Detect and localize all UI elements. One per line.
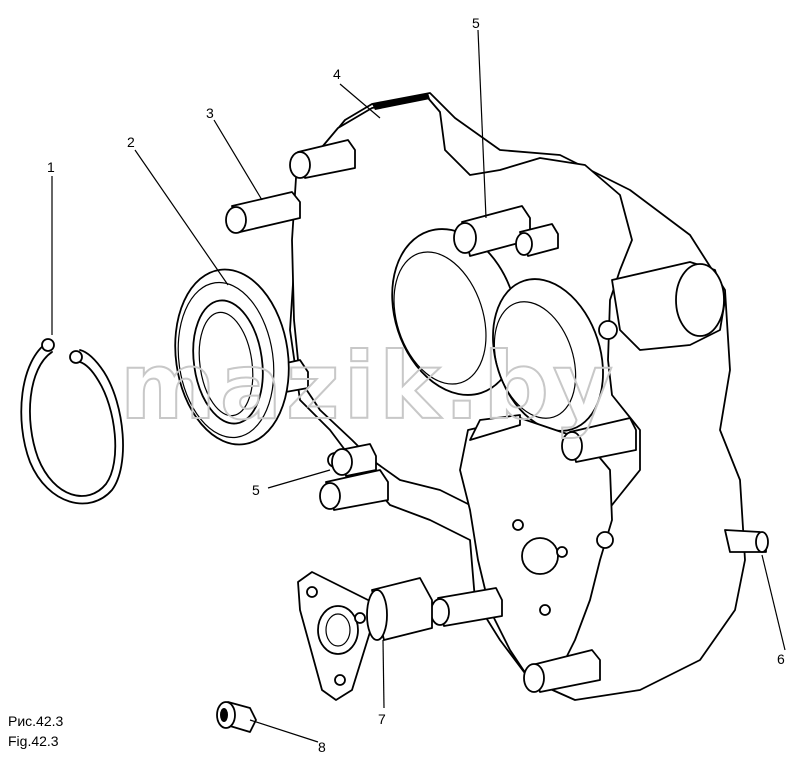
dowel-pin-top: [289, 139, 356, 179]
callout-6: 6: [777, 651, 785, 667]
caption-en: Fig.42.3: [8, 733, 59, 749]
watermark-text: mazik.by: [120, 333, 617, 440]
retaining-ring-1: [20, 338, 124, 505]
leader-lines: [51, 29, 786, 743]
dowel-pin-bottom: [523, 649, 601, 693]
dowel-pin-5-upper: [453, 205, 559, 257]
callout-3: 3: [206, 105, 214, 121]
dowel-pin-5-lower: [319, 443, 389, 511]
dowel-pin-right: [561, 417, 637, 463]
caption-ru: Рис.42.3: [8, 713, 64, 729]
flange-fitting-7: [297, 571, 433, 701]
callout-4: 4: [333, 66, 341, 82]
seal-cup-2: [174, 268, 290, 446]
callout-labels: 1 2 3 4 5 5 6 7 8: [47, 15, 785, 755]
callout-7: 7: [378, 711, 386, 727]
callout-2: 2: [127, 134, 135, 150]
callout-5-upper: 5: [472, 15, 480, 31]
stud-pin-center: [430, 587, 503, 627]
callout-1: 1: [47, 159, 55, 175]
shaft-pin-6: [724, 529, 769, 553]
callout-5-lower: 5: [252, 482, 260, 498]
screw-8: [216, 701, 257, 733]
callout-8: 8: [318, 739, 326, 755]
dowel-pin-3: [225, 191, 301, 234]
